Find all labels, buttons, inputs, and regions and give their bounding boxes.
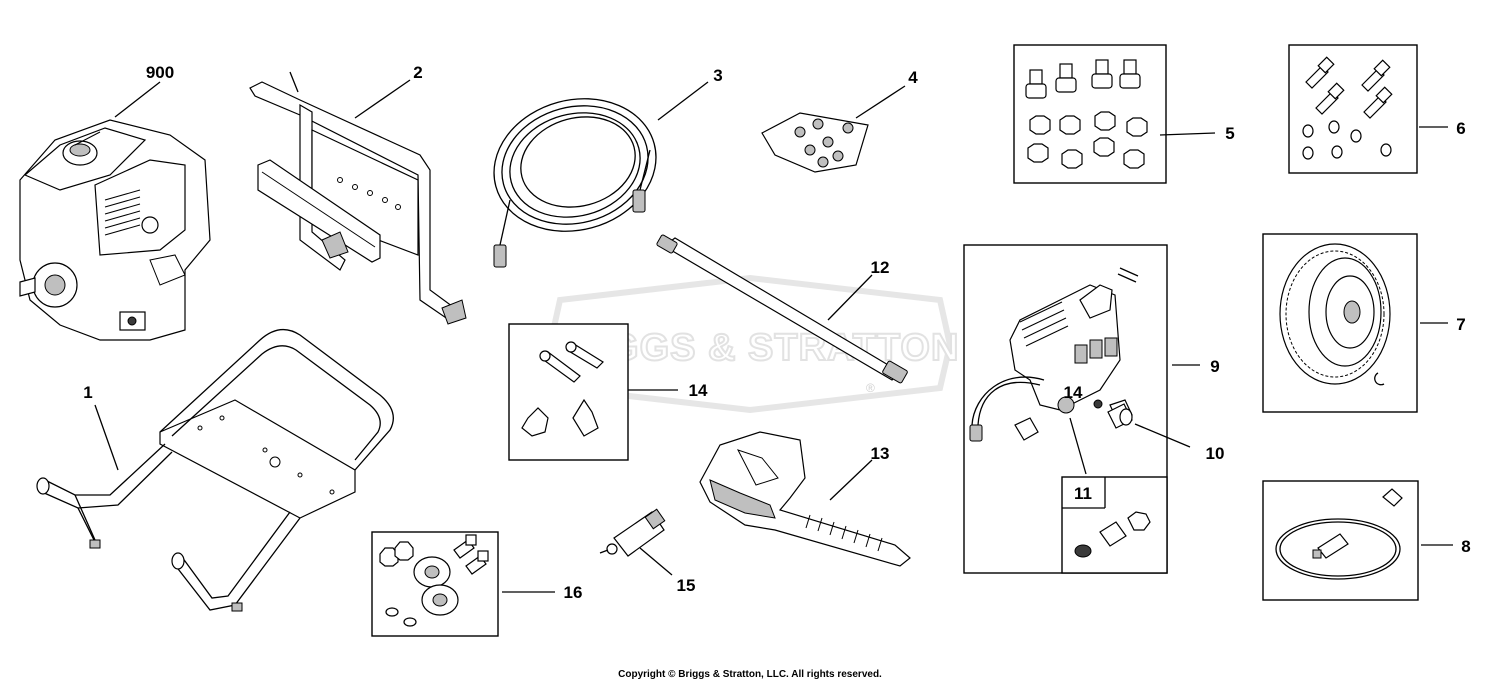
bolt-kit-box bbox=[1288, 44, 1418, 174]
knob-kit-box bbox=[508, 323, 629, 461]
callout-7: 7 bbox=[1456, 315, 1465, 334]
callout-14-pump: 14 bbox=[1064, 383, 1083, 402]
hardware-bag-illustration bbox=[761, 112, 869, 173]
callout-10: 10 bbox=[1206, 444, 1225, 463]
fitting-illustration bbox=[1107, 403, 1133, 429]
callout-15: 15 bbox=[677, 576, 696, 595]
nozzle-illustration bbox=[599, 508, 666, 557]
wheel-box bbox=[1262, 233, 1418, 413]
callout-9: 9 bbox=[1210, 357, 1219, 376]
lance-illustration bbox=[656, 234, 908, 384]
watermark-registered-mark: ® bbox=[866, 381, 875, 395]
callout-14: 14 bbox=[689, 381, 708, 400]
callout-12: 12 bbox=[871, 258, 890, 277]
callout-13: 13 bbox=[871, 444, 890, 463]
callout-3: 3 bbox=[713, 66, 722, 85]
frame-illustration bbox=[36, 328, 394, 612]
copyright-text: Copyright © Briggs & Stratton, LLC. All … bbox=[618, 669, 882, 680]
engine-illustration bbox=[19, 119, 211, 341]
callout-8: 8 bbox=[1461, 537, 1470, 556]
hose-clamp-kit-box bbox=[1262, 480, 1419, 601]
callout-6: 6 bbox=[1456, 119, 1465, 138]
callout-11: 11 bbox=[1074, 484, 1092, 503]
callout-2: 2 bbox=[413, 63, 422, 82]
handle-illustration bbox=[249, 71, 467, 325]
callout-16: 16 bbox=[564, 583, 583, 602]
callout-4: 4 bbox=[908, 68, 918, 87]
seal-kit-box: 11 bbox=[1061, 476, 1168, 574]
callout-900: 900 bbox=[146, 63, 174, 82]
isolator-kit-box bbox=[1013, 44, 1167, 184]
callout-1: 1 bbox=[83, 383, 92, 402]
spray-gun-illustration bbox=[699, 431, 911, 567]
hose-illustration bbox=[493, 98, 657, 268]
mount-kit-box bbox=[371, 531, 499, 637]
callout-5: 5 bbox=[1225, 124, 1234, 143]
